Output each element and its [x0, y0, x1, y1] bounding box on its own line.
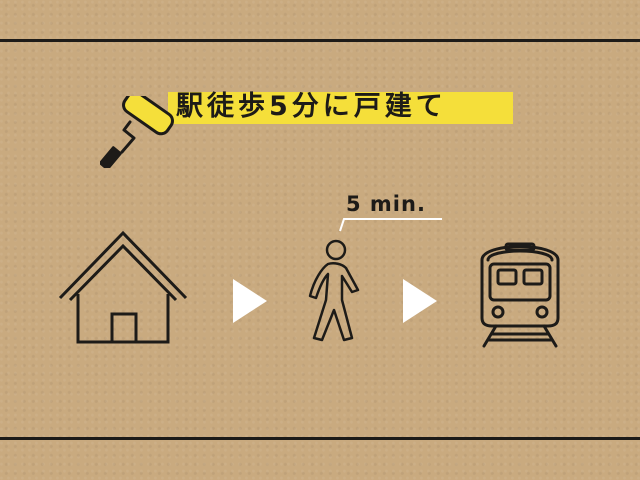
walk-time-label: 5 min. — [346, 192, 426, 216]
walking-person-icon — [308, 239, 360, 342]
arrow-right-icon — [403, 279, 437, 323]
bottom-divider — [0, 437, 640, 440]
paint-roller-icon — [100, 96, 174, 168]
highlight-band — [168, 92, 513, 124]
speech-tail — [339, 218, 442, 232]
train-icon — [480, 242, 560, 348]
house-icon — [58, 230, 188, 344]
top-divider — [0, 39, 640, 42]
headline-text: 駅徒歩5分に戸建て — [176, 91, 447, 122]
arrow-right-icon — [233, 279, 267, 323]
